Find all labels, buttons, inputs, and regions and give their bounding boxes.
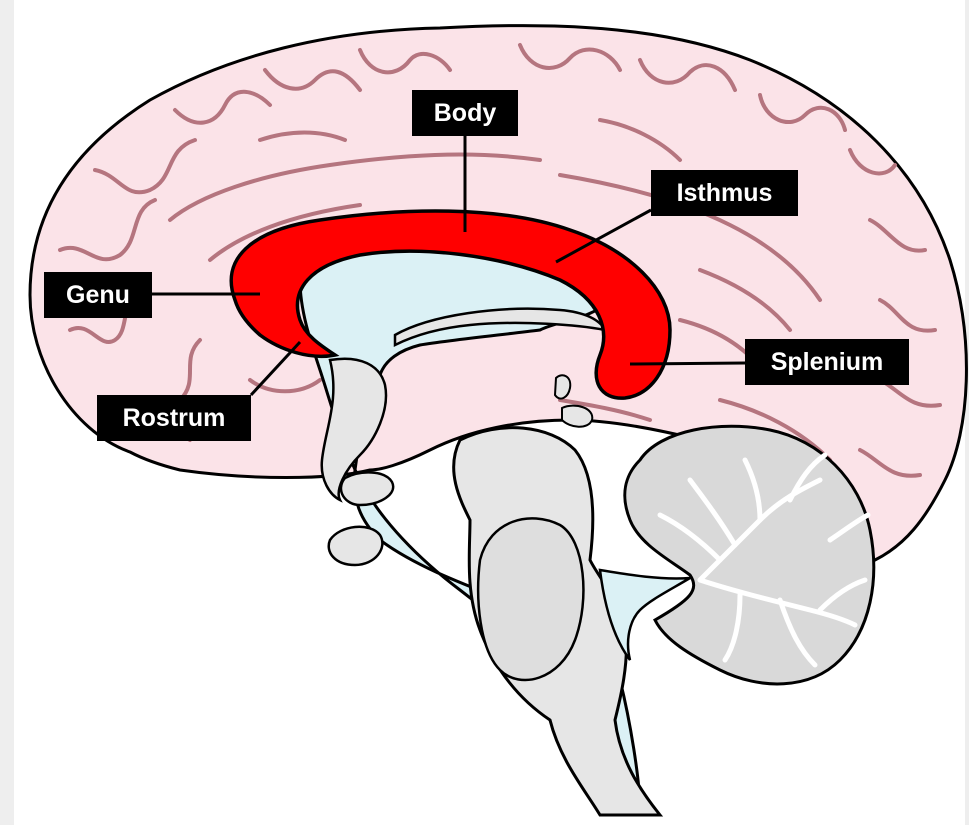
optic-chiasm (341, 472, 393, 505)
pineal (555, 375, 570, 398)
label-splenium: Splenium (745, 339, 909, 385)
label-genu: Genu (44, 272, 152, 318)
pons (478, 518, 583, 680)
pituitary (329, 527, 383, 565)
leader-splenium (630, 363, 745, 364)
tectum (562, 406, 592, 427)
label-isthmus: Isthmus (651, 170, 798, 216)
label-rostrum: Rostrum (97, 395, 251, 441)
label-body: Body (412, 90, 518, 136)
